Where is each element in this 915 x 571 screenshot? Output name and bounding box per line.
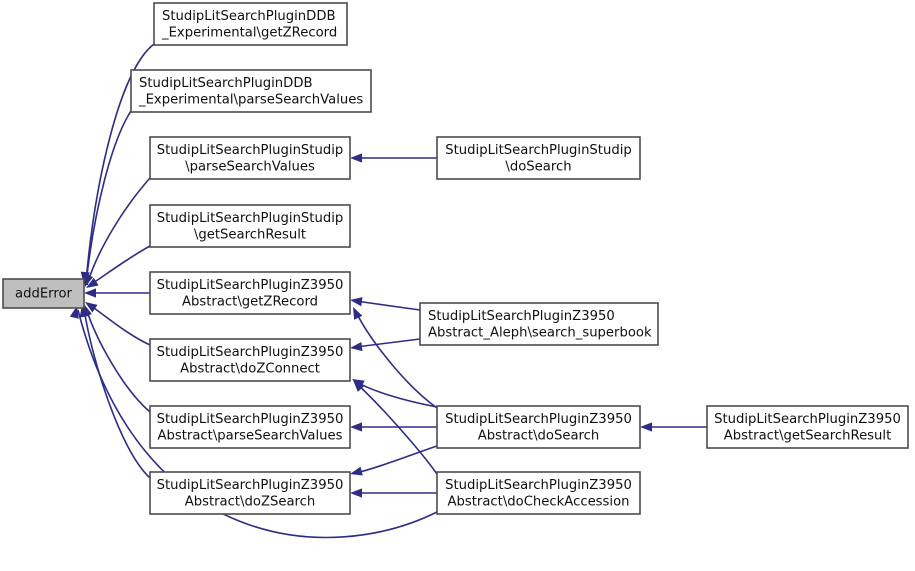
node-label-line: addError [15, 287, 73, 302]
edge-z3950-doSearch-to-z3950-getZRecord [353, 307, 438, 409]
arrow-head-icon [85, 302, 98, 313]
node-box[interactable] [130, 69, 372, 113]
node-z3950-doZConnect[interactable]: StudipLitSearchPluginZ3950Abstract\doZCo… [149, 338, 351, 382]
edge-z3950-doSearch-to-z3950-parseSearchValues [350, 422, 437, 432]
edge-aleph-search-superbook-to-z3950-getZRecord [350, 297, 421, 311]
edge-z3950-doSearch-to-z3950-doZSearch [350, 445, 438, 476]
node-label-line: StudipLitSearchPluginZ3950 [157, 478, 344, 493]
node-box[interactable] [149, 471, 351, 515]
edge-z3950-doZSearch-to-addError [79, 305, 151, 479]
node-label-line: StudipLitSearchPluginZ3950 [445, 412, 632, 427]
node-z3950-doCheckAccession[interactable]: StudipLitSearchPluginZ3950Abstract\doChe… [436, 471, 641, 515]
node-box[interactable] [706, 405, 909, 449]
node-label-line: _Experimental\getZRecord [161, 25, 337, 40]
edge-z3950-parseSearchValues-to-addError [83, 304, 151, 413]
edge-z3950-getZRecord-to-addError [84, 288, 150, 298]
edge-z3950-doCheckAccession-to-z3950-doZSearch [350, 488, 437, 498]
node-z3950-getZRecord[interactable]: StudipLitSearchPluginZ3950Abstract\getZR… [149, 271, 351, 315]
node-label-line: Abstract\doCheckAccession [447, 494, 629, 509]
arrow-head-icon [350, 297, 363, 307]
node-label-line: StudipLitSearchPluginDDB [139, 76, 313, 91]
node-label-line: StudipLitSearchPluginStudip [157, 211, 343, 226]
edge-aleph-search-superbook-to-z3950-doZConnect [350, 338, 421, 352]
node-box[interactable] [149, 204, 351, 248]
arrow-head-icon [84, 288, 96, 298]
arrow-head-icon [353, 380, 365, 392]
node-label-line: StudipLitSearchPluginZ3950 [157, 412, 344, 427]
arrow-head-icon [350, 422, 362, 432]
node-label-line: StudipLitSearchPluginZ3950 [714, 412, 901, 427]
edge-studip-doSearch-to-studip-parseSearchValues [350, 153, 437, 163]
arrow-head-icon [350, 488, 362, 498]
node-aleph-search-superbook[interactable]: StudipLitSearchPluginZ3950Abstract_Aleph… [419, 302, 659, 346]
node-label-line: Abstract\getSearchResult [724, 428, 892, 443]
node-label-line: Abstract_Aleph\search_superbook [428, 325, 652, 340]
node-label-line: StudipLitSearchPluginZ3950 [445, 478, 632, 493]
node-studip-getSearchResult[interactable]: StudipLitSearchPluginStudip\getSearchRes… [149, 204, 351, 248]
arrow-head-icon [350, 466, 363, 476]
node-label-line: StudipLitSearchPluginZ3950 [157, 278, 344, 293]
node-ddb-parseSearchValues[interactable]: StudipLitSearchPluginDDB_Experimental\pa… [130, 69, 372, 113]
node-label-line: \getSearchResult [194, 227, 306, 242]
node-label-line: \doSearch [505, 159, 571, 174]
node-box[interactable] [436, 405, 641, 449]
node-label-line: StudipLitSearchPluginDDB [162, 9, 336, 24]
node-label-line: _Experimental\parseSearchValues [138, 92, 363, 107]
node-box[interactable] [2, 278, 85, 309]
node-box[interactable] [149, 338, 351, 382]
edge-ddb-parseSearchValues-to-addError [81, 110, 132, 286]
node-box[interactable] [153, 2, 348, 46]
node-z3950-doSearch[interactable]: StudipLitSearchPluginZ3950Abstract\doSea… [436, 405, 641, 449]
node-box[interactable] [149, 405, 351, 449]
edge-z3950-doSearch-to-z3950-doZConnect [352, 379, 438, 408]
edge-studip-getSearchResult-to-addError [86, 245, 151, 288]
arrow-head-icon [86, 277, 99, 288]
node-label-line: Abstract\parseSearchValues [157, 428, 342, 443]
node-studip-parseSearchValues[interactable]: StudipLitSearchPluginStudip\parseSearchV… [149, 136, 351, 180]
node-addError[interactable]: addError [2, 278, 85, 309]
edge-z3950-doCheckAccession-to-z3950-doZConnect [353, 380, 438, 475]
node-box[interactable] [149, 136, 351, 180]
node-label-line: StudipLitSearchPluginZ3950 [428, 309, 615, 324]
edge-z3950-doZConnect-to-addError [85, 302, 151, 346]
node-label-line: Abstract\getZRecord [182, 294, 318, 309]
edge-z3950-doCheckAccession-to-addError [69, 306, 438, 539]
node-label-line: StudipLitSearchPluginStudip [445, 143, 631, 158]
edge-z3950-getSearchResult-to-z3950-doSearch [640, 422, 707, 432]
node-label-line: \parseSearchValues [185, 159, 315, 174]
arrow-head-icon [350, 341, 363, 352]
nodes-layer: addErrorStudipLitSearchPluginDDB_Experim… [2, 2, 909, 515]
arrow-head-icon [350, 153, 362, 163]
node-label-line: Abstract\doZConnect [180, 361, 320, 376]
arrow-head-icon [353, 307, 363, 320]
node-box[interactable] [436, 136, 641, 180]
edges-layer [69, 43, 707, 539]
node-box[interactable] [149, 271, 351, 315]
arrow-head-icon [69, 306, 79, 319]
arrow-head-icon [640, 422, 652, 432]
node-box[interactable] [436, 471, 641, 515]
node-studip-doSearch[interactable]: StudipLitSearchPluginStudip\doSearch [436, 136, 641, 180]
node-box[interactable] [419, 302, 659, 346]
edge-studip-parseSearchValues-to-addError [84, 177, 151, 287]
node-z3950-parseSearchValues[interactable]: StudipLitSearchPluginZ3950Abstract\parse… [149, 405, 351, 449]
node-label-line: StudipLitSearchPluginStudip [157, 143, 343, 158]
node-z3950-doZSearch[interactable]: StudipLitSearchPluginZ3950Abstract\doZSe… [149, 471, 351, 515]
node-ddb-getZRecord[interactable]: StudipLitSearchPluginDDB_Experimental\ge… [153, 2, 348, 46]
node-z3950-getSearchResult[interactable]: StudipLitSearchPluginZ3950Abstract\getSe… [706, 405, 909, 449]
node-label-line: Abstract\doZSearch [185, 494, 316, 509]
node-label-line: StudipLitSearchPluginZ3950 [157, 345, 344, 360]
node-label-line: Abstract\doSearch [478, 428, 600, 443]
arrow-head-icon [84, 274, 94, 287]
